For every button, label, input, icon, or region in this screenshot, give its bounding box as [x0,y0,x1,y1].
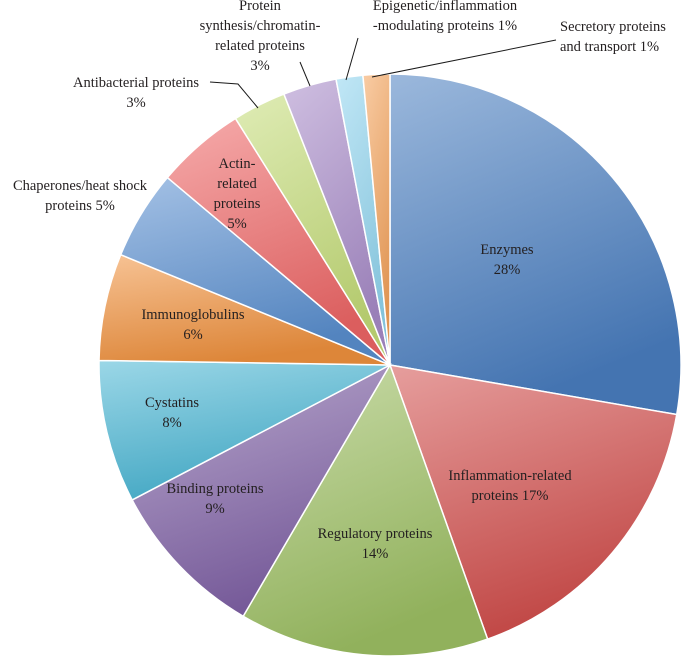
slice-label-line: proteins 5% [45,198,115,214]
slice-label-line: related [217,176,257,192]
leader-line-10 [299,61,311,87]
slice-label-line: Antibacterial proteins [73,75,199,91]
slice-label-6: Immunoglobulins 6% [141,307,244,343]
slice-label-line: 3% [126,95,145,111]
slice-label-line: Enzymes [480,242,534,258]
slice-label-7: Chaperones/heat shock proteins 5% [13,178,148,214]
slice-label-line: 28% [494,262,521,278]
slice-label-12: Secretory proteins and transport 1% [560,19,666,55]
slice-label-line: Protein [239,0,282,14]
slice-label-line: synthesis/chromatin- [200,18,321,34]
slice-label-line: Inflammation-related [448,468,572,484]
slice-label-line: Regulatory proteins [318,526,433,542]
slice-label-line: 5% [227,216,246,232]
slice-label-line: Chaperones/heat shock [13,178,148,194]
slice-label-line: Cystatins [145,395,199,411]
slice-labels: Enzymes 28% Inflammation-related proteins 1… [13,0,666,562]
pie-slice-12 [362,73,391,366]
slice-label-line: proteins [214,196,261,212]
pie-slice-2 [388,364,678,641]
slice-label-8: Actin-related proteins 5% [214,156,261,232]
slice-label-line: Binding proteins [166,481,263,497]
leader-line-11 [345,37,359,81]
slice-label-4: Binding proteins 9% [166,481,263,517]
pie-slice-3 [242,363,489,657]
slice-label-line: 8% [162,415,181,431]
pie-slice-4 [131,363,392,618]
slice-label-3: Regulatory proteins 14% [318,526,433,562]
slice-label-9: Antibacterial proteins 3% [73,75,199,111]
slice-label-10: Protein synthesis/chromatin-related prote… [200,0,321,74]
slice-label-line: related proteins [215,38,305,54]
pie-slice-1 [389,73,682,416]
slice-label-line: 14% [362,546,389,562]
slice-label-line: 9% [205,501,224,517]
slice-label-11: Epigenetic/inflammation -modulating prote… [373,0,518,34]
slice-label-line: 3% [250,58,269,74]
slice-label-line: Actin- [218,156,255,172]
pie-slices [98,73,682,657]
slice-label-line: -modulating proteins 1% [373,18,517,34]
slice-label-1: Enzymes 28% [480,242,534,278]
slice-label-line: Secretory proteins [560,19,666,35]
slice-label-2: Inflammation-related proteins 17% [448,468,572,504]
slice-label-line: proteins 17% [472,488,549,504]
pie-slice-5 [98,359,391,501]
leader-lines [209,37,557,109]
leader-line-12 [371,39,557,78]
slice-label-line: Immunoglobulins [141,307,244,323]
slice-label-line: and transport 1% [560,39,659,55]
slice-label-line: Epigenetic/inflammation [373,0,518,14]
leader-line-9 [209,81,259,109]
slice-label-5: Cystatins 8% [145,395,199,431]
slice-label-line: 6% [183,327,202,343]
